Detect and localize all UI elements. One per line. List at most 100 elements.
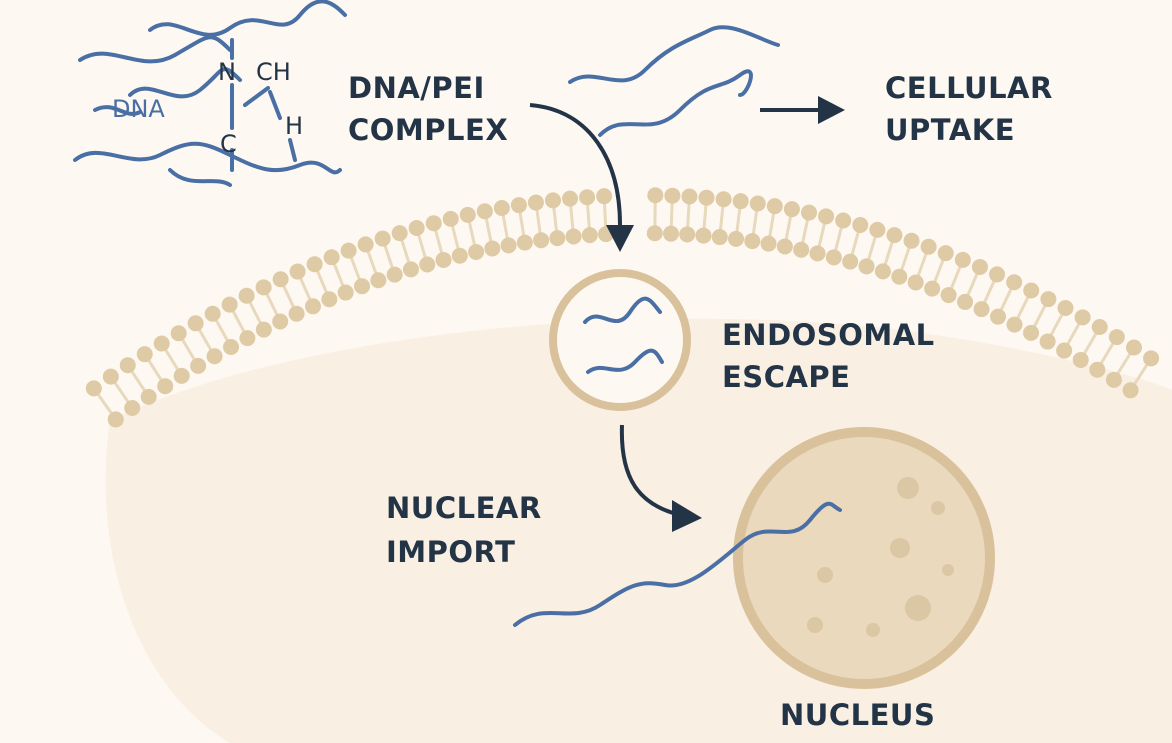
lipid-head: [732, 193, 749, 210]
lipid-head: [760, 235, 777, 252]
lipid-tail: [602, 202, 608, 229]
pei-bond: [243, 86, 270, 107]
lipid-head: [510, 197, 527, 214]
nucleus: [733, 427, 995, 689]
lipid-tail: [535, 208, 542, 235]
lipid-tail: [1132, 362, 1150, 387]
lipid-head: [1143, 350, 1160, 367]
uptake-label-line1: CELLULAR: [885, 71, 1053, 105]
cell-membrane: [85, 187, 1160, 428]
lipid-head: [459, 206, 476, 223]
lipid-head: [825, 249, 842, 266]
nucleolus-dot: [942, 564, 954, 576]
lipid-tail: [1115, 351, 1133, 376]
lipid-head: [869, 221, 886, 238]
lipid-head: [874, 263, 891, 280]
lipid-tail: [197, 327, 213, 352]
nitrogen-label: N: [218, 58, 236, 86]
lipid-head: [1023, 282, 1040, 299]
dna-strand: [93, 105, 142, 116]
lipid-tail: [433, 228, 444, 255]
complex-label-line2: COMPLEX: [348, 113, 508, 147]
lipid-tail: [146, 358, 164, 382]
lipid-tail: [833, 225, 844, 252]
entry-arrowhead: [606, 225, 634, 252]
lipid-head: [173, 367, 190, 384]
lipid-head: [107, 411, 124, 428]
lipid-tail: [569, 204, 575, 231]
lipid-head: [596, 188, 613, 205]
lipid-head: [170, 325, 187, 342]
lipid-tail: [231, 309, 246, 334]
nucleus-label: NUCLEUS: [780, 698, 935, 732]
lipid-tail: [751, 209, 759, 236]
lipid-head: [190, 357, 207, 374]
lipid-head: [562, 190, 579, 207]
lipid-head: [579, 189, 596, 206]
lipid-tail: [735, 206, 742, 234]
lipid-tail: [966, 271, 979, 297]
lipid-head: [153, 335, 170, 352]
lipid-head: [989, 266, 1006, 283]
nucleolus-dot: [897, 477, 919, 499]
lipid-tail: [1065, 321, 1082, 347]
dna-strand: [168, 168, 232, 187]
dna-entering-nucleus: [513, 501, 842, 627]
lipid-head: [119, 357, 136, 374]
lipid-head: [1074, 309, 1091, 326]
lipid-tail: [383, 243, 395, 270]
lipid-tail: [999, 287, 1013, 312]
import-label-line1: NUCLEAR: [386, 491, 542, 525]
lipid-head: [304, 298, 321, 315]
lipid-head: [1072, 351, 1089, 368]
lipid-head: [354, 278, 371, 295]
lipid-tail: [949, 264, 962, 291]
lipid-head: [957, 293, 974, 310]
lipid-head: [891, 268, 908, 285]
lipid-head: [1023, 324, 1040, 341]
lipid-tail: [1015, 295, 1030, 320]
lipid-head: [255, 279, 272, 296]
lipid-head: [1089, 361, 1106, 378]
lipid-head: [565, 228, 582, 245]
escape-label-line1: ENDOSOMAL: [722, 318, 935, 352]
lipid-head: [136, 346, 153, 363]
lipid-head: [306, 256, 323, 273]
import-arrowhead: [672, 500, 702, 532]
lipid-head: [924, 280, 941, 297]
lipid-head: [500, 237, 517, 254]
lipid-head: [842, 253, 859, 270]
lipid-head: [435, 251, 452, 268]
lipid-head: [204, 305, 221, 322]
import-arrow: [619, 424, 681, 517]
lipid-head: [728, 230, 745, 247]
lipid-head: [221, 296, 238, 313]
lipid-tail: [96, 392, 114, 416]
lipid-head: [419, 256, 436, 273]
lipid-tail: [112, 380, 131, 404]
uptake-arrowhead: [818, 96, 845, 124]
free-dna-strands: [568, 25, 780, 137]
lipid-tail: [214, 318, 230, 343]
lipid-head: [1057, 300, 1074, 317]
lipid-head: [1039, 333, 1056, 350]
lipid-head: [85, 380, 102, 397]
lipid-head: [493, 199, 510, 216]
lipid-tail: [702, 203, 708, 230]
nucleolus-dot: [817, 567, 833, 583]
lipid-tail: [932, 258, 945, 284]
lipid-head: [527, 194, 544, 211]
lipid-head: [1006, 274, 1023, 291]
lipid-head: [337, 284, 354, 301]
lipid-head: [239, 330, 256, 347]
lipid-tail: [332, 262, 345, 288]
lipid-head: [903, 232, 920, 249]
lipid-head: [476, 203, 493, 220]
lipid-head: [1056, 342, 1073, 359]
lipid-tail: [264, 292, 279, 317]
lipid-head: [698, 189, 715, 206]
complex-label-line1: DNA/PEI: [348, 71, 485, 105]
nucleolus-dot: [866, 623, 880, 637]
dna-label: DNA: [112, 95, 165, 123]
